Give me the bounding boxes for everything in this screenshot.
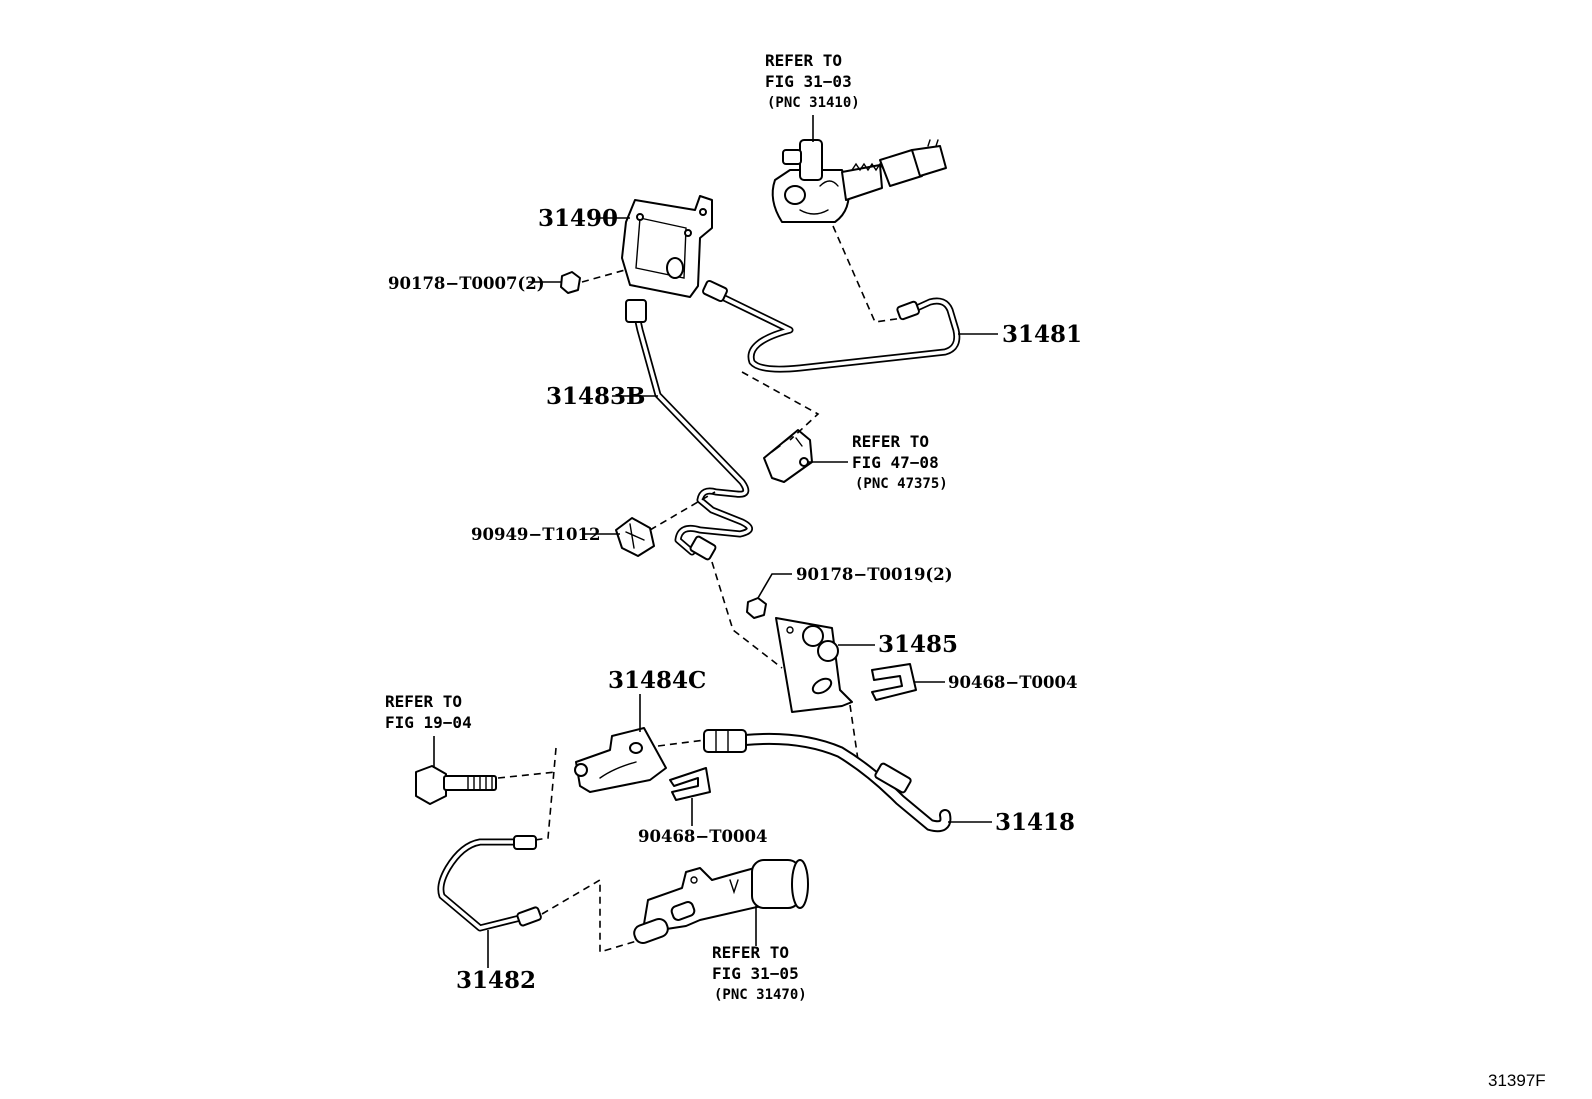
part-number-90468-t0004-lower: 90468−T0004 [638, 827, 767, 846]
refer-pnc-label: (PNC 47375) [855, 476, 948, 492]
clip-90468-t0004-right [871, 663, 917, 701]
refer-fig-label: FIG 19−04 [385, 713, 472, 732]
part-number-31482: 31482 [456, 967, 536, 994]
part-number-31483b: 31483B [546, 383, 645, 410]
refer-pnc-label: (PNC 31470) [714, 987, 807, 1003]
part-number-90949-t1012: 90949−T1012 [471, 525, 600, 544]
part-number-31490: 31490 [538, 205, 618, 232]
refer-label: REFER TO [712, 943, 789, 962]
assembly-dashed-line [849, 704, 859, 761]
refer-pnc-label: (PNC 31410) [767, 95, 860, 111]
bracket-31490-illustration [621, 195, 713, 298]
assembly-dashed-line [832, 225, 904, 323]
refer-label: REFER TO [852, 432, 929, 451]
clutch-pipe-31483b-illustration [625, 299, 753, 561]
clip-90949-t1012-illustration [615, 517, 655, 557]
refer-fig-label: FIG 47−08 [852, 453, 939, 472]
assembly-dashed-line [497, 771, 557, 779]
figure-id: 31397F [1488, 1071, 1546, 1090]
part-number-31485: 31485 [878, 631, 958, 658]
part-number-90178-t0019: 90178−T0019(2) [796, 565, 953, 584]
part-number-90468-t0004-right: 90468−T0004 [948, 673, 1077, 692]
refer-fig-label: FIG 31−05 [712, 964, 799, 983]
bracket-31485-illustration [775, 617, 853, 713]
clutch-master-cylinder-illustration [771, 139, 947, 223]
nut-90178-t0019 [746, 597, 767, 619]
assembly-dashed-line [741, 371, 820, 441]
assembly-dashed-line [541, 878, 641, 954]
assembly-dashed-line [657, 739, 706, 747]
bracket-31484c-illustration [574, 727, 667, 793]
part-number-31481: 31481 [1002, 321, 1082, 348]
refer-label: REFER TO [765, 51, 842, 70]
assembly-dashed-line [711, 561, 783, 669]
refer-fig-label: FIG 31−03 [765, 72, 852, 91]
assembly-dashed-line [581, 269, 626, 283]
clutch-release-cylinder-illustration [633, 859, 809, 945]
assembly-dashed-line [534, 747, 557, 841]
clutch-pipe-31481-illustration [702, 279, 961, 373]
clip-90468-t0004-lower [669, 767, 711, 801]
clamp-illustration [763, 429, 813, 483]
nut-90178-t0007 [560, 271, 581, 294]
part-number-90178-t0007: 90178−T0007(2) [388, 274, 545, 293]
part-number-31484c: 31484C [608, 667, 706, 694]
assembly-dashed-line [649, 491, 716, 531]
refer-label: REFER TO [385, 692, 462, 711]
part-number-31418: 31418 [995, 809, 1075, 836]
flexible-hose-31418-illustration [703, 729, 952, 833]
clutch-pipe-31482-illustration [437, 835, 542, 932]
leader-line [757, 573, 792, 599]
bolt-illustration [415, 765, 497, 805]
